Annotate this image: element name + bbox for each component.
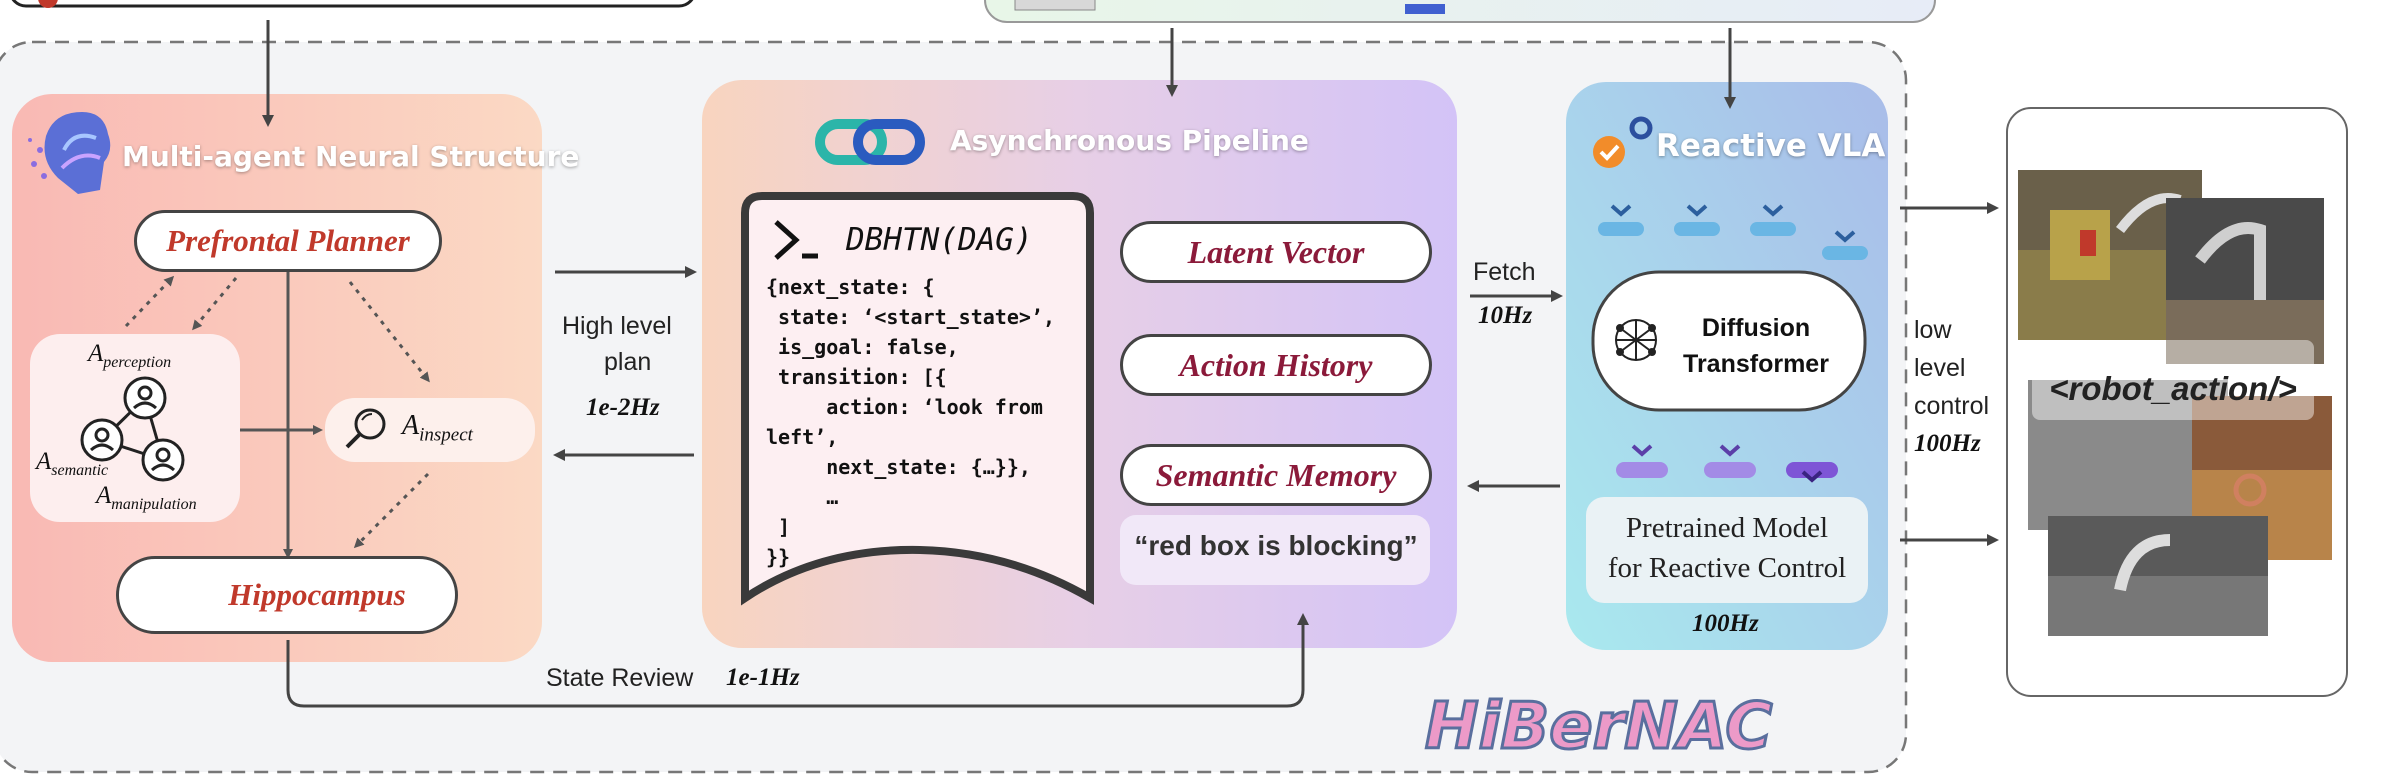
- agent-manipulation-label: Amanipulation: [96, 482, 197, 513]
- hippocampus-node: Hippocampus: [116, 556, 458, 634]
- vla-freq: 100Hz: [1692, 610, 1759, 637]
- magnifier-icon: [345, 408, 386, 449]
- fetch-label: Fetch: [1473, 258, 1536, 286]
- high-level-plan-label-2: plan: [604, 348, 652, 376]
- pretrained-line-2: for Reactive Control: [1607, 552, 1847, 584]
- vla-panel-title: Reactive VLA: [1656, 128, 1886, 164]
- pretrained-bg: [1586, 497, 1868, 603]
- code-line: ]: [766, 515, 791, 539]
- code-line: action: ‘look from: [766, 395, 1043, 419]
- high-level-plan-label-1: High level: [562, 312, 672, 340]
- prefrontal-planner-node: Prefrontal Planner: [134, 210, 442, 272]
- state-review-loop: [286, 613, 1309, 708]
- state-review-label: State Review: [546, 664, 694, 692]
- high-level-plan-freq: 1e-2Hz: [586, 394, 660, 421]
- semantic-memory-node: Semantic Memory: [1120, 444, 1432, 506]
- hippocampus-label: Hippocampus: [228, 577, 406, 612]
- planner-panel-title: Multi-agent Neural Structure: [122, 140, 580, 173]
- low-control-label-2: level: [1914, 354, 1966, 382]
- diffusion-line-1: Diffusion: [1701, 314, 1811, 342]
- code-line: left’,: [766, 425, 839, 449]
- pretrained-model-label: Pretrained Model for Reactive Control: [1586, 508, 1868, 588]
- fetch-freq: 10Hz: [1478, 302, 1533, 329]
- code-line: }}: [766, 545, 791, 569]
- chain-link-icon: [815, 119, 925, 165]
- dag-title: DBHTN(DAG): [846, 222, 1033, 258]
- svg-text:”: ”: [700, 0, 725, 25]
- diffusion-line-2: Transformer: [1683, 350, 1829, 378]
- state-review-freq: 1e-1Hz: [726, 664, 800, 691]
- agent-graph-icon: [80, 376, 185, 482]
- diffusion-transformer-box: [1591, 270, 1867, 412]
- low-control-label-1: low: [1914, 316, 1952, 344]
- hibernac-logo: HiBerNAC: [1425, 690, 1772, 764]
- code-line: transition: [{: [766, 365, 947, 389]
- robot-action-label: <robot_action/>: [2049, 370, 2297, 407]
- brain-head-icon: [28, 112, 111, 194]
- code-line: state: ‘<start_state>’,: [766, 305, 1055, 329]
- code-line: {next_state: {: [766, 275, 935, 299]
- pretrained-line-1: Pretrained Model: [1625, 512, 1829, 544]
- agent-semantic-label: Asemantic: [36, 448, 109, 479]
- diffusion-transformer-label: Diffusion Transformer: [1666, 310, 1846, 382]
- code-line: is_goal: false,: [766, 335, 959, 359]
- low-control-freq: 100Hz: [1914, 430, 1981, 457]
- token-tiles-bottom: [1616, 444, 1838, 483]
- latent-vector-node: Latent Vector: [1120, 221, 1432, 283]
- agent-inspect-label: Ainspect: [402, 410, 473, 446]
- memory-quote-bg: [1120, 515, 1430, 585]
- memory-quote: “red box is blocking”: [1134, 530, 1418, 561]
- inspect-bg: [325, 398, 535, 462]
- neural-net-icon: [1615, 319, 1657, 361]
- low-control-label-3: control: [1914, 392, 1990, 420]
- top-input-box: [11, 0, 694, 8]
- gear-check-icon: [1593, 116, 1653, 168]
- robot-scene-images: [2018, 170, 2332, 636]
- pipeline-panel-title: Asynchronous Pipeline: [950, 124, 1309, 157]
- agent-perception-label: Aperception: [88, 340, 172, 371]
- action-history-node: Action History: [1120, 334, 1432, 396]
- dag-document: [741, 192, 1094, 606]
- code-line: next_state: {…}},: [766, 455, 1031, 479]
- token-tiles-top: [1598, 204, 1868, 260]
- code-line: …: [766, 485, 839, 509]
- terminal-icon: [774, 220, 800, 260]
- dag-code-block: {next_state: { state: ‘<start_state>’, i…: [766, 272, 1055, 572]
- top-context-box: [984, 0, 1936, 23]
- agent-cluster-bg: [30, 334, 240, 522]
